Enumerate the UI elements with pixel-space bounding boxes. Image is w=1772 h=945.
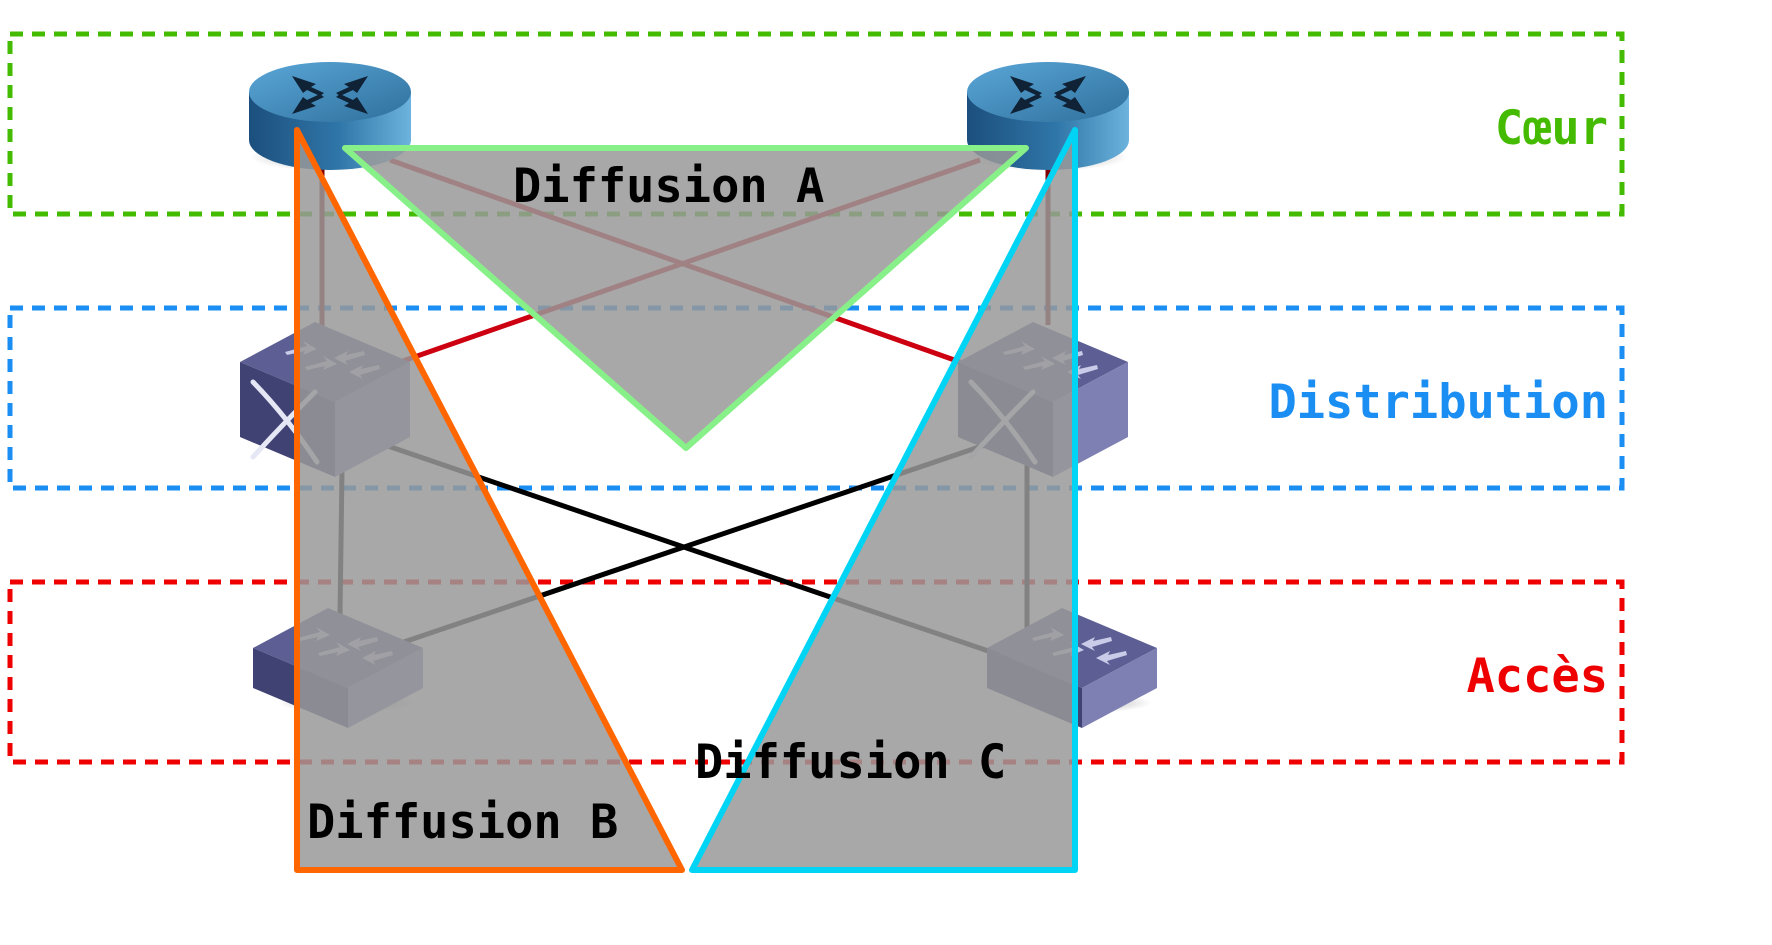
- zone-b-shape: [294, 127, 685, 873]
- zone-b-label: Diffusion B: [307, 795, 618, 850]
- zone-a-shape: [342, 145, 1029, 451]
- zone-c-label: Diffusion C: [695, 735, 1006, 790]
- access-layer-label: Accès: [1466, 649, 1608, 704]
- core-layer-label: Cœur: [1494, 101, 1608, 156]
- zone-c-shape: [689, 127, 1078, 873]
- distribution-layer-label: Distribution: [1268, 375, 1608, 430]
- distribution-layer-box: [7, 305, 1625, 491]
- zone-a-label: Diffusion A: [513, 159, 824, 214]
